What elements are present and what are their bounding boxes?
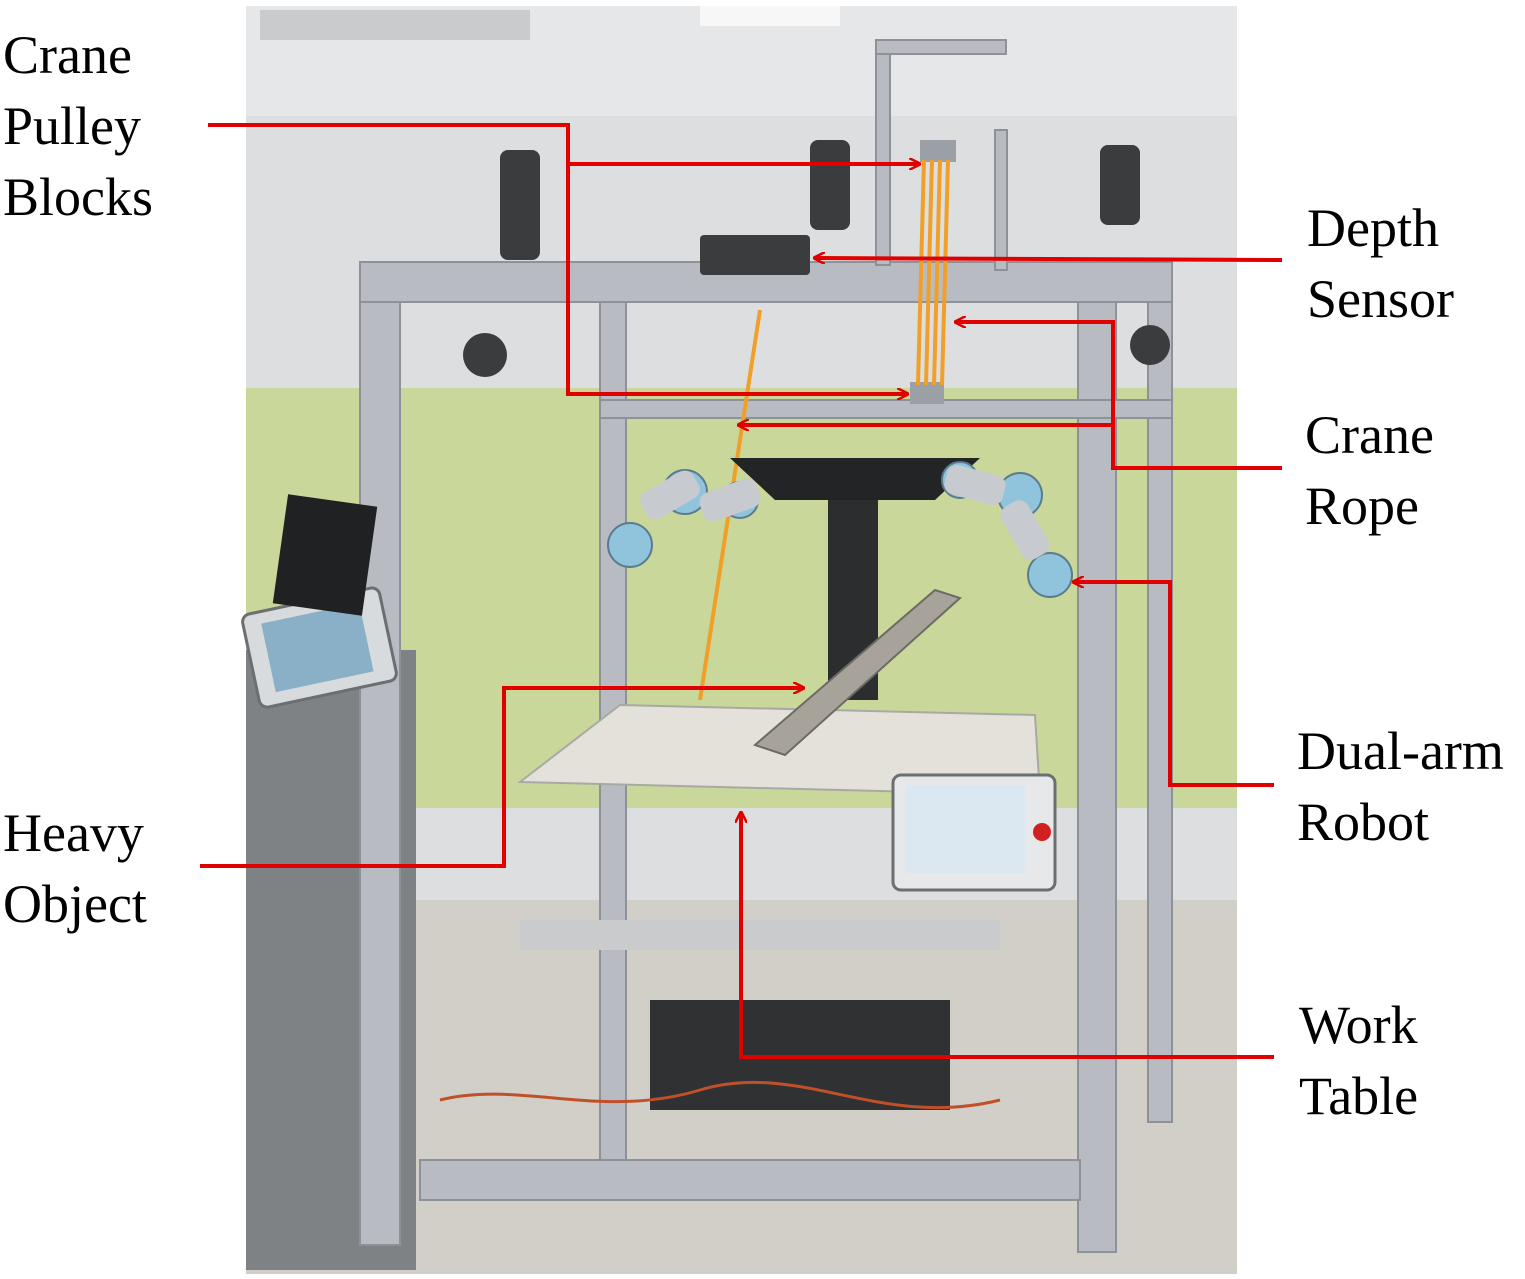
label-heavy-object: Heavy Object: [3, 798, 147, 940]
heavy-object-board: [753, 588, 962, 757]
label-crane-rope: Crane Rope: [1305, 400, 1434, 542]
leader-work-table: [741, 812, 1274, 1059]
label-line: Work: [1299, 995, 1418, 1055]
label-line: Sensor: [1307, 269, 1454, 329]
dual-arm-robot-body: [607, 458, 1073, 700]
pulley-block-upper: [920, 140, 956, 162]
pendant-right-stop-button: [1033, 823, 1051, 841]
crane-mast-left: [875, 44, 891, 266]
monitor: [272, 494, 378, 616]
label-crane-pulley-blocks: Crane Pulley Blocks: [3, 20, 153, 233]
label-line: Heavy: [3, 803, 144, 863]
camera-mid: [810, 140, 850, 230]
label-dual-arm-robot: Dual-arm Robot: [1297, 716, 1504, 858]
pendant-right-screen: [905, 785, 1025, 873]
hoist-right: [1130, 325, 1170, 365]
label-line: Table: [1299, 1066, 1419, 1126]
camera-left: [500, 150, 540, 260]
table-shelf-1: [520, 920, 1000, 950]
hoist-left: [463, 333, 507, 377]
label-line: Rope: [1305, 476, 1419, 536]
label-line: Crane: [3, 25, 132, 85]
label-line: Depth: [1307, 198, 1439, 258]
leader-crane-rope-upper: [955, 322, 1282, 470]
work-table-body: [517, 588, 1042, 1110]
leader-heavy-object: [200, 688, 804, 868]
label-line: Robot: [1297, 792, 1430, 852]
leader-depth-sensor: [814, 258, 1283, 260]
ceiling-vent: [260, 10, 530, 40]
leader-dual-arm-robot: [1073, 582, 1274, 787]
pulley-block-lower: [910, 382, 944, 404]
crane-mast-right: [994, 129, 1008, 271]
teach-pendants: [241, 586, 1057, 892]
label-line: Object: [3, 874, 147, 934]
annotation-lines: [200, 123, 1283, 1059]
label-line: Blocks: [3, 167, 154, 227]
label-line: Dual-arm: [1297, 721, 1504, 781]
label-depth-sensor: Depth Sensor: [1307, 193, 1454, 335]
label-line: Crane: [1305, 405, 1434, 465]
depth-sensor-device: [700, 235, 810, 275]
crane-top-arm: [875, 39, 1007, 55]
frame-post-front-left: [359, 284, 401, 1246]
robot-torso-plate: [730, 458, 980, 500]
frame-mid-beam: [599, 399, 1173, 419]
photo: [241, 6, 1237, 1274]
ceiling-light: [700, 6, 840, 26]
label-work-table: Work Table: [1299, 990, 1418, 1132]
label-line: Pulley: [3, 96, 142, 156]
leader-crane-pulley-blocks-lower: [566, 125, 908, 394]
camera-right: [1100, 145, 1140, 225]
cabling: [439, 1080, 1001, 1110]
pendant-left-screen: [261, 602, 374, 693]
frame-bottom-beam: [419, 1159, 1081, 1201]
